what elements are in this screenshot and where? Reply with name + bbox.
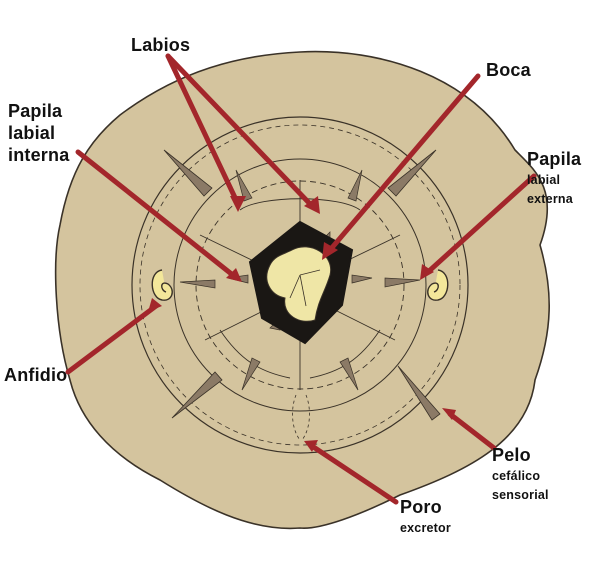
label-papila-labial-interna: Papila labial interna bbox=[8, 101, 70, 165]
label-anfidio: Anfidio bbox=[4, 365, 68, 385]
ring-dashed-outer bbox=[139, 124, 461, 446]
mouth-folds bbox=[289, 269, 321, 307]
ring-middle bbox=[173, 158, 427, 412]
label-poro-excretor: Poro excretor bbox=[400, 497, 451, 535]
pointer-heads bbox=[148, 196, 456, 452]
pointer-labios-2 bbox=[165, 53, 315, 209]
label-boca: Boca bbox=[486, 60, 531, 80]
amphid-left bbox=[151, 269, 173, 301]
amphid-right bbox=[427, 269, 449, 301]
pointer-boca bbox=[327, 73, 481, 253]
ring-outer bbox=[131, 116, 469, 454]
pointer-papila-interna bbox=[75, 149, 237, 279]
label-papila-labial-externa: Papila labial externa bbox=[527, 149, 582, 206]
pointer-anfidio bbox=[65, 303, 159, 375]
pointers bbox=[65, 53, 537, 505]
pointer-labios-1 bbox=[165, 53, 241, 207]
pointer-pelo bbox=[447, 411, 497, 451]
cephalic-setae bbox=[163, 149, 441, 421]
pointer-papila-externa bbox=[425, 173, 537, 275]
pointer-poro bbox=[309, 443, 399, 505]
label-pelo-cefalico-sensorial: Pelo cefálico sensorial bbox=[492, 445, 549, 502]
excretory-pore bbox=[292, 394, 310, 441]
label-labios: Labios bbox=[131, 35, 191, 55]
mouth-inner bbox=[266, 246, 332, 322]
